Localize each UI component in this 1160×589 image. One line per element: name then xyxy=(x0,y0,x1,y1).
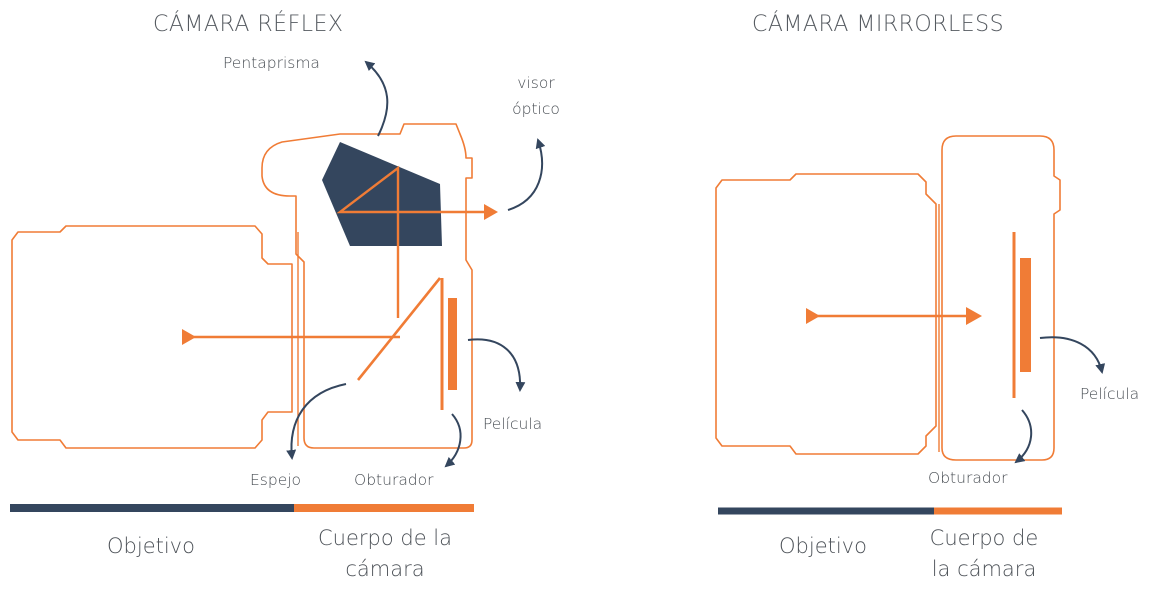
espejo-label: Espejo xyxy=(250,471,302,489)
mirrorless-cuerpo-label-line2: la cámara xyxy=(931,557,1037,581)
pentaprisma-arrow xyxy=(364,60,389,137)
reflex-cuerpo-label-line1: Cuerpo de la xyxy=(317,526,452,550)
mirrorless-objetivo-label: Objetivo xyxy=(779,534,867,558)
reflex-objetivo-label: Objetivo xyxy=(107,534,195,558)
mirrorless-pelicula-label: Película xyxy=(1080,385,1140,403)
reflex-body-outline xyxy=(261,123,473,449)
visor-label-line2: óptico xyxy=(512,100,560,118)
reflex-mirror xyxy=(356,277,442,381)
reflex-obturador-label: Obturador xyxy=(354,471,434,489)
visor-label-line1: visor xyxy=(517,74,555,92)
reflex-title: CÁMARA RÉFLEX xyxy=(153,12,344,37)
espejo-arrow xyxy=(286,383,347,460)
reflex-cuerpo-label-line2: cámara xyxy=(345,557,425,581)
reflex-film xyxy=(448,298,457,390)
pelicula-arrow-reflex xyxy=(467,338,526,392)
obturador-arrow-mirrorless xyxy=(1014,409,1033,464)
reflex-pelicula-label: Película xyxy=(483,415,543,433)
reflex-ray-arrowhead xyxy=(182,329,196,345)
viewfinder-arrowhead xyxy=(484,204,498,220)
pelicula-arrow-mirrorless xyxy=(1039,336,1106,374)
mirrorless-lens-outline xyxy=(715,173,937,455)
pentaprisma-label: Pentaprisma xyxy=(223,54,320,72)
mirrorless-cuerpo-label-line1: Cuerpo de xyxy=(929,526,1039,550)
mirrorless-ray-tail xyxy=(806,308,820,324)
visor-arrow xyxy=(507,138,546,211)
pentaprism-shape xyxy=(322,142,442,246)
mirrorless-ray-arrowhead xyxy=(966,307,982,325)
prism-light-path xyxy=(336,165,486,318)
mirrorless-obturador-label: Obturador xyxy=(928,469,1008,487)
reflex-lens-outline xyxy=(11,225,293,449)
obturador-arrow-reflex xyxy=(444,413,462,468)
mirrorless-body-outline xyxy=(941,135,1061,461)
mirrorless-title: CÁMARA MIRRORLESS xyxy=(752,12,1005,37)
mirrorless-film xyxy=(1020,258,1031,372)
